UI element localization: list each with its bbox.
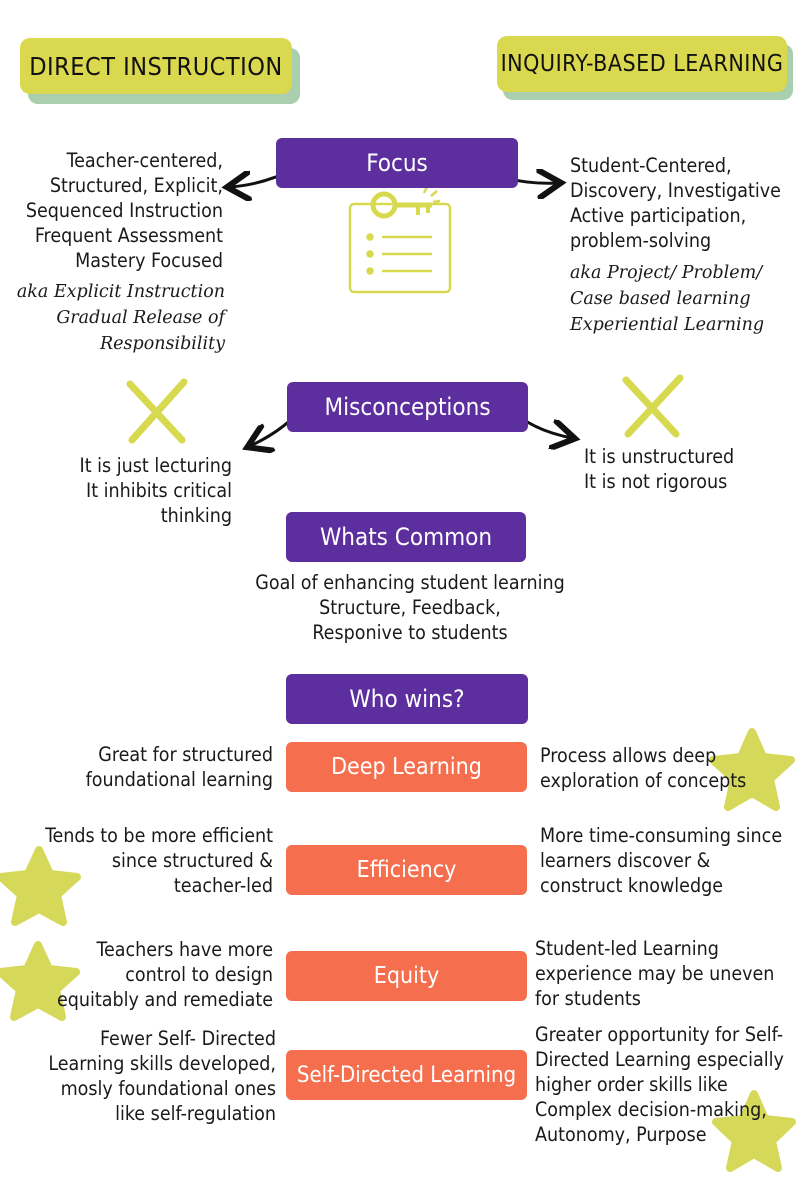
- equity-left-text: Teachers have more control to design equ…: [56, 938, 273, 1011]
- section-who-wins: Who wins?: [286, 674, 528, 724]
- star-icon-equity: [0, 941, 80, 1021]
- section-focus: Focus: [276, 138, 518, 188]
- title-inquiry-based-learning: INQUIRY-BASED LEARNING: [497, 36, 787, 92]
- misconceptions-right-text: It is unstructured It is not rigorous: [584, 445, 735, 493]
- section-misconceptions: Misconceptions: [287, 382, 528, 432]
- title-direct-instruction: DIRECT INSTRUCTION: [20, 38, 292, 94]
- focus-left-text: Teacher-centered, Structured, Explicit, …: [25, 149, 223, 272]
- efficiency-left-text: Tends to be more efficient since structu…: [45, 824, 273, 897]
- self-directed-right-text: Greater opportunity for Self- Directed L…: [535, 1023, 784, 1146]
- key-checklist-icon: [348, 186, 452, 294]
- section-whats-common: Whats Common: [286, 512, 526, 562]
- common-text: Goal of enhancing student learning Struc…: [255, 571, 565, 644]
- equity-right-text: Student-led Learning experience may be u…: [535, 937, 775, 1010]
- focus-right-aka: aka Project/ Problem/ Case based learnin…: [570, 263, 765, 335]
- criteria-self-directed-learning: Self-Directed Learning: [286, 1050, 527, 1100]
- criteria-deep-learning: Deep Learning: [286, 742, 527, 792]
- deep-learning-right-text: Process allows deep exploration of conce…: [540, 744, 747, 792]
- star-icon-efficiency: [0, 846, 81, 926]
- star-icon-deep-learning: [709, 728, 795, 811]
- efficiency-right-text: More time-consuming since learners disco…: [540, 824, 783, 897]
- criteria-equity: Equity: [286, 951, 527, 1001]
- misconceptions-left-text: It is just lecturing It inhibits critica…: [79, 454, 232, 527]
- focus-left-aka: aka Explicit Instruction Gradual Release…: [16, 282, 225, 354]
- deep-learning-left-text: Great for structured foundational learni…: [85, 743, 273, 791]
- criteria-efficiency: Efficiency: [286, 845, 527, 895]
- star-icon-self-directed: [712, 1090, 796, 1172]
- focus-right-text: Student-Centered, Discovery, Investigati…: [570, 154, 781, 252]
- cross-icon-left: [126, 378, 188, 444]
- cross-icon-right: [622, 374, 684, 438]
- self-directed-left-text: Fewer Self- Directed Learning skills dev…: [48, 1027, 276, 1125]
